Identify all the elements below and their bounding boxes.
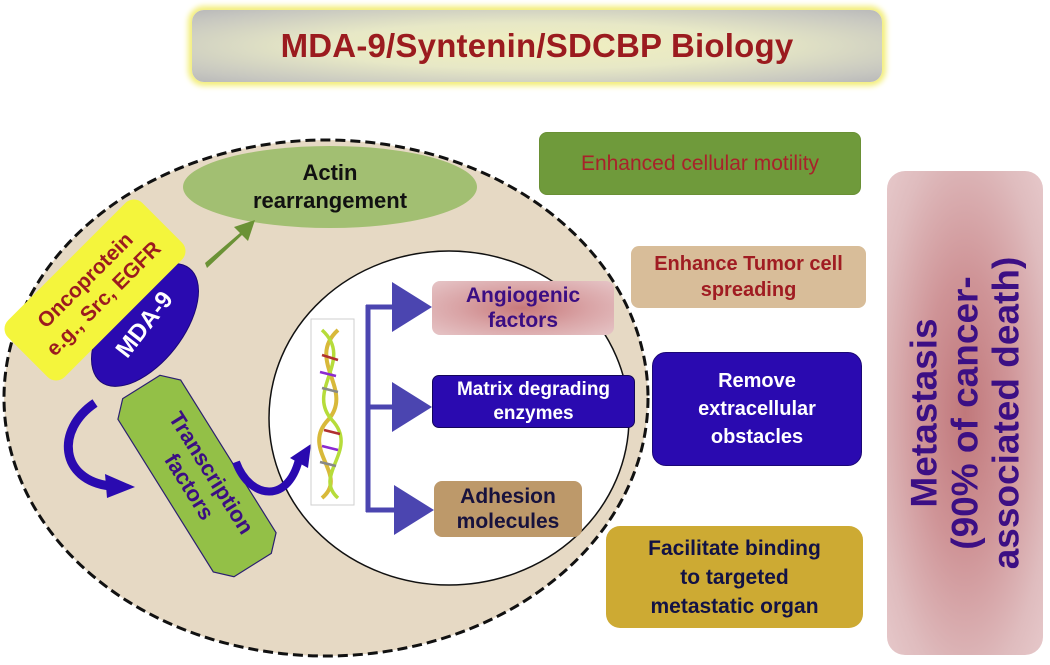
curved-arrow-icon (63, 399, 135, 498)
metastasis-label: Metastasis(90% of cancer-associated deat… (903, 256, 1027, 570)
transcription-factor-shape (117, 374, 277, 578)
green-arrow-icon (205, 220, 255, 268)
page-title: MDA-9/Syntenin/SDCBP Biology (280, 27, 794, 64)
title-banner: MDA-9/Syntenin/SDCBP Biology (192, 10, 882, 82)
actin-ellipse (183, 146, 477, 228)
curved-arrow-icon (232, 444, 311, 496)
enhanced-motility-box: Enhanced cellular motility (539, 132, 861, 195)
dna-icon (310, 318, 355, 506)
bracket-arrows (365, 282, 434, 535)
metastasis-box: Metastasis(90% of cancer-associated deat… (887, 171, 1043, 655)
